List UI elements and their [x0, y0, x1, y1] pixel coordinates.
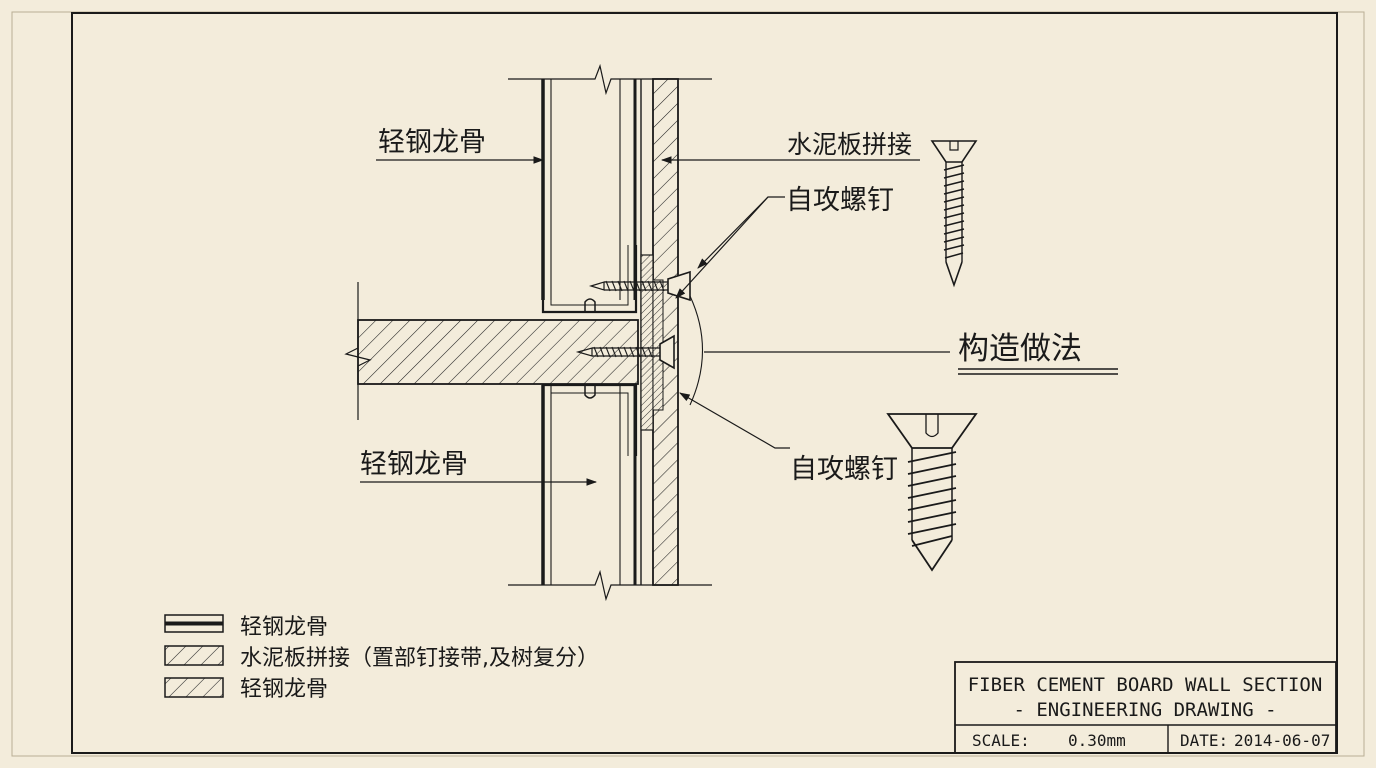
scale-label: SCALE: [972, 731, 1030, 750]
bottom-break-line [508, 569, 712, 602]
title-line-2: - ENGINEERING DRAWING - [1013, 699, 1276, 721]
date-label: DATE: [1180, 731, 1228, 750]
wall-screw-bottom [575, 334, 675, 370]
top-break-line [508, 63, 712, 96]
label-screw-top: 自攻螺钉 [786, 185, 894, 216]
title-line-1: FIBER CEMENT BOARD WALL SECTION [968, 674, 1323, 696]
label-construction: 构造做法 [958, 331, 1082, 367]
slab-member [357, 319, 639, 385]
legend-symbol-keel [164, 614, 224, 633]
outer-border [11, 11, 1365, 757]
label-keel-bottom: 轻钢龙骨 [360, 449, 468, 480]
leader-lines [360, 156, 950, 486]
detail-arc [689, 295, 703, 406]
drawing-frame [71, 12, 1338, 754]
legend-symbol-keel-hatch [164, 677, 224, 698]
scale-value: 0.30mm [1068, 731, 1126, 750]
title-block: FIBER CEMENT BOARD WALL SECTION - ENGINE… [954, 661, 1337, 754]
label-keel-top: 轻钢龙骨 [378, 127, 486, 158]
legend-text-2: 水泥板拼接（置部钉接带,及树复分） [240, 646, 599, 671]
legend-text-1: 轻钢龙骨 [240, 615, 328, 640]
screw-detail-top-icon [930, 140, 978, 288]
construction-underline [958, 368, 1118, 375]
label-screw-bottom: 自攻螺钉 [790, 454, 898, 485]
joint-strip [640, 254, 654, 431]
legend-text-3: 轻钢龙骨 [240, 677, 328, 702]
screw-detail-bottom-icon [886, 413, 978, 572]
date-value: 2014-06-07 [1234, 731, 1330, 750]
legend-symbol-board [164, 645, 224, 666]
legend: 轻钢龙骨 水泥板拼接（置部钉接带,及树复分） 轻钢龙骨 [164, 614, 599, 702]
label-board-joint: 水泥板拼接 [787, 130, 912, 159]
